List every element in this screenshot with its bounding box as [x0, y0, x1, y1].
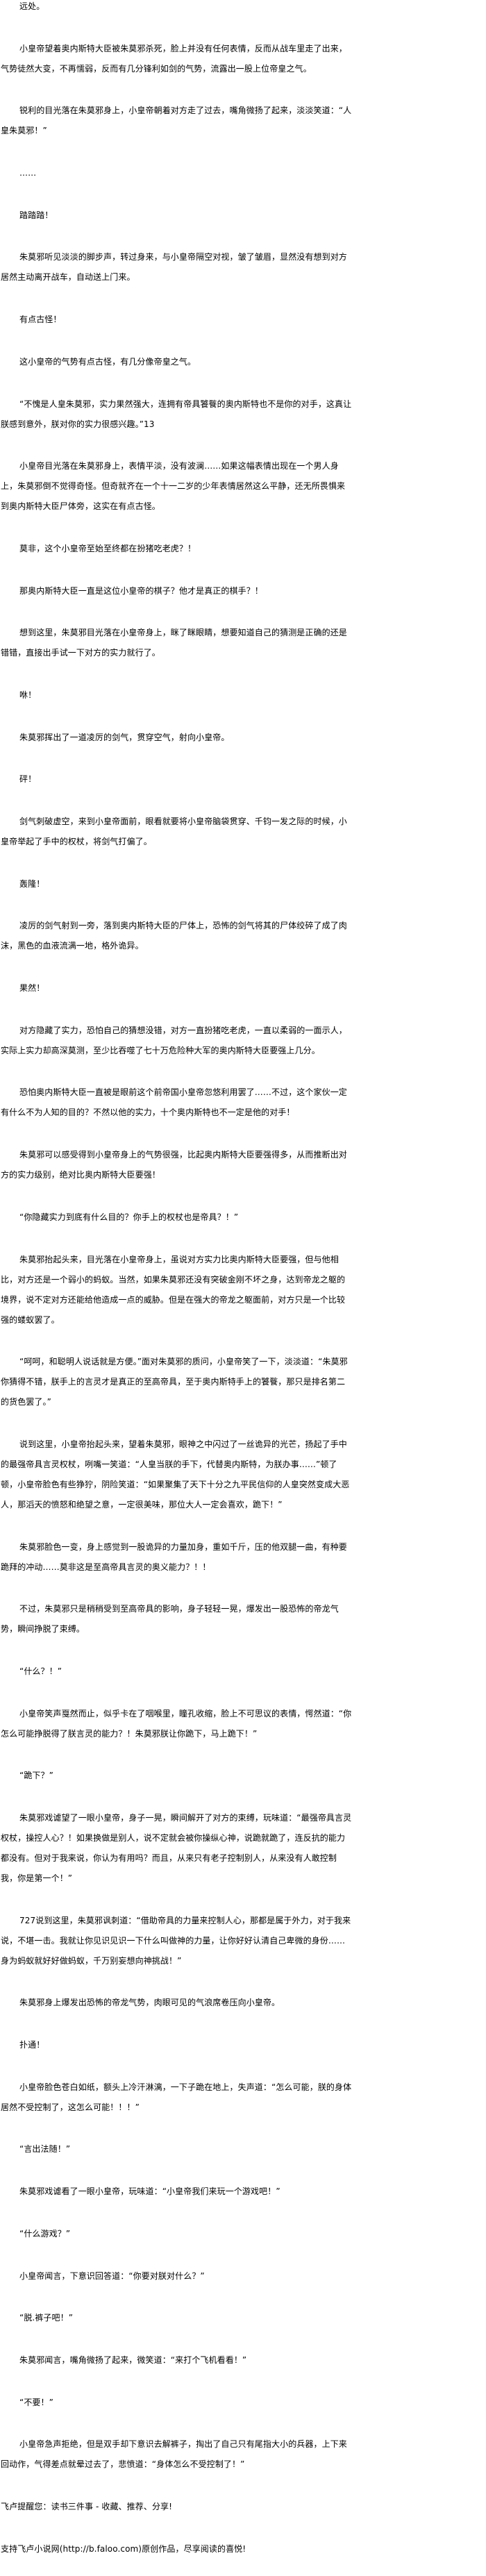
paragraph: 727说到这里，朱莫邪讽刺道：“借助帝具的力量来控制人心，那都是属于外力，对于我…	[1, 1915, 351, 1966]
paragraph: 朱莫邪听见淡淡的脚步声，转过身来，与小皇帝隔空对视，皱了皱眉，显然没有想到对方居…	[1, 252, 347, 283]
paragraph: “脱.裤子吧！”	[19, 2313, 74, 2323]
paragraph: 不过，朱莫邪只是稍稍受到至高帝具的影响，身子轻轻一晃，爆发出一股恐怖的帝龙气势，…	[1, 1604, 339, 1634]
paragraph: 莫非，这个小皇帝至始至终都在扮猪吃老虎？！	[19, 543, 196, 553]
footer-reminder: 飞卢提醒您：读书三件事 - 收藏、推荐、分享!	[1, 2501, 173, 2511]
footer-support-notice: 支持飞卢小说网(http://b.faloo.com)原创作品，尽享阅读的喜悦!	[1, 2543, 246, 2554]
paragraph: 锐利的目光落在朱莫邪身上，小皇帝朝着对方走了过去，嘴角微扬了起来，淡淡笑道：“人…	[1, 106, 352, 136]
paragraph: “什么？！”	[19, 1666, 62, 1676]
paragraph: 扑通！	[19, 2040, 45, 2050]
paragraph: 小皇帝笑声戛然而止，似乎卡在了咽喉里，瞳孔收缩，脸上不可思议的表情，愕然道：“你…	[1, 1708, 352, 1739]
paragraph: 踏踏踏！	[19, 210, 53, 220]
paragraph: 小皇帝望着奥内斯特大臣被朱莫邪杀死，脸上并没有任何表情，反而从战车里走了出来，气…	[1, 43, 347, 74]
paragraph: 说到这里，小皇帝抬起头来，望着朱莫邪，眼神之中闪过了一丝诡异的光芒，扬起了手中的…	[1, 1439, 350, 1509]
paragraph: “不愧是人皇朱莫邪，实力果然强大，连拥有帝具饕餮的奥内斯特也不是你的对手，这真让…	[1, 399, 352, 429]
paragraph: 朱莫邪身上爆发出恐怖的帝龙气势，肉眼可见的气浪席卷压向小皇帝。	[19, 1998, 280, 2008]
paragraph: “呵呵，和聪明人说话就是方便。”面对朱莫邪的质问，小皇帝笑了一下，淡淡道：“朱莫…	[1, 1357, 348, 1407]
paragraph: 朱莫邪戏谑看了一眼小皇帝，玩味道：“小皇帝我们来玩一个游戏吧！”	[19, 2186, 280, 2197]
paragraph: ……	[19, 168, 37, 178]
paragraph: 这小皇帝的气势有点古怪，有几分像帝皇之气。	[19, 356, 196, 367]
paragraph: 朱莫邪挥出了一道凌厉的剑气，贯穿空气，射向小皇帝。	[19, 732, 230, 742]
paragraph: 砰！	[19, 774, 37, 785]
paragraph: “不要！”	[19, 2397, 53, 2407]
paragraph: 小皇帝目光落在朱莫邪身上，表情平淡，没有波澜……如果这幅表情出现在一个男人身上，…	[1, 461, 346, 512]
paragraph: 有点古怪！	[19, 315, 62, 325]
paragraph: 果然！	[19, 983, 45, 994]
paragraph: 朱莫邪可以感受得到小皇帝身上的气势很强，比起奥内斯特大臣要强得多，从而推断出对方…	[1, 1150, 347, 1180]
paragraph: “你隐藏实力到底有什么目的？你手上的权杖也是帝具？！”	[19, 1212, 239, 1222]
paragraph: “什么游戏？”	[19, 2228, 71, 2239]
paragraph: 想到这里，朱莫邪目光落在小皇帝身上，眯了眯眼睛，想要知道自己的猜测是正确的还是错…	[1, 628, 347, 658]
paragraph: 那奥内斯特大臣一直是这位小皇帝的棋子？他才是真正的棋手？！	[19, 585, 263, 596]
paragraph: 小皇帝急声拒绝，但是双手却下意识去解裤子，掏出了自己只有尾指大小的兵器，上下来回…	[1, 2439, 347, 2470]
paragraph: 小皇帝脸色苍白如纸，额头上冷汗淋漓，一下子跪在地上，失声道：“怎么可能，朕的身体…	[1, 2082, 352, 2112]
paragraph: 对方隐藏了实力，恐怕自己的猜想没错，对方一直扮猪吃老虎，一直以柔弱的一面示人，实…	[1, 1025, 347, 1055]
paragraph: 剑气刺破虚空，来到小皇帝面前，眼看就要将小皇帝脑袋贯穿、千钧一发之际的时候，小皇…	[1, 817, 347, 846]
paragraph: 远处。	[19, 1, 45, 11]
paragraph: 朱莫邪脸色一变，身上感觉到一股诡异的力量加身，重如千斤，压的他双腿一曲，有种要跪…	[1, 1541, 347, 1572]
chapter-content: 远处。 小皇帝望着奥内斯特大臣被朱莫邪杀死，脸上并没有任何表情，反而从战车里走了…	[1, 1, 352, 2554]
paragraph: 咻！	[19, 689, 37, 700]
paragraph: 小皇帝闻言，下意识回答道：“你要对朕对什么？”	[19, 2270, 205, 2281]
paragraph: 凌厉的剑气射到一旁，落到奥内斯特大臣的尸体上，恐怖的剑气将其的尸体绞碎了成了肉沫…	[1, 921, 347, 951]
paragraph: 朱莫邪戏谑望了一眼小皇帝，身子一晃，瞬间解开了对方的束缚，玩味道：“最强帝具言灵…	[1, 1813, 352, 1883]
paragraph: “言出法随！”	[19, 2144, 71, 2155]
paragraph: 朱莫邪闻言，嘴角微扬了起来，微笑道：“来打个飞机看看！”	[19, 2355, 247, 2365]
paragraph: 恐怕奥内斯特大臣一直被是眼前这个前帝国小皇帝忽悠利用罢了……不过，这个家伙一定有…	[1, 1087, 347, 1118]
paragraph: 轰隆！	[19, 878, 45, 889]
paragraph: “跪下？”	[19, 1771, 53, 1781]
paragraph: 朱莫邪抬起头来，目光落在小皇帝身上，虽说对方实力比奥内斯特大臣要强，但与他相比，…	[1, 1254, 346, 1325]
